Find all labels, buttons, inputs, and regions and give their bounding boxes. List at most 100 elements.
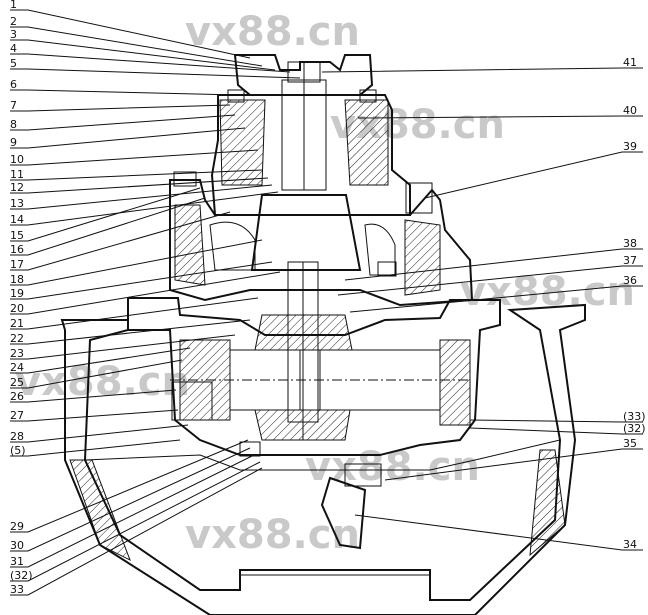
part-label: 6 [10, 78, 17, 91]
part-label: 24 [10, 361, 24, 374]
part-label: 3 [10, 28, 17, 41]
part-label: 25 [10, 376, 24, 389]
part-label: 20 [10, 302, 24, 315]
leader-line [10, 455, 253, 568]
side-gear-left [179, 339, 231, 421]
leader-line [10, 89, 239, 96]
leader-line [344, 248, 643, 281]
part-label: 41 [623, 56, 637, 69]
part-label: (33) [623, 410, 646, 423]
leader-line [10, 177, 269, 194]
part-label: 38 [623, 237, 637, 250]
bolt-head [405, 182, 433, 214]
mid-housing [169, 179, 474, 307]
leader-line [10, 191, 279, 226]
bolt-head [377, 261, 397, 277]
part-label: 27 [10, 409, 24, 422]
housing-hatch-right [344, 99, 389, 186]
part-label: 17 [10, 258, 24, 271]
part-label: 15 [10, 229, 24, 242]
support-arm [320, 476, 367, 550]
part-label: 23 [10, 347, 24, 360]
part-label: 12 [10, 181, 24, 194]
part-label: (32) [623, 422, 646, 435]
leader-line [469, 419, 643, 423]
leader-line [384, 448, 643, 481]
part-label: 36 [623, 274, 637, 287]
bevel-pinion [250, 194, 362, 271]
leader-line [10, 39, 276, 71]
part-label: (32) [10, 569, 33, 582]
part-label: 9 [10, 136, 17, 149]
leader-line [10, 347, 191, 374]
leader-line [10, 467, 263, 596]
bolt-head [171, 381, 213, 421]
leader-line [10, 439, 181, 457]
leader-line [357, 115, 643, 119]
differential-housing [127, 297, 501, 456]
part-label: 28 [10, 430, 24, 443]
watermark-text: vx88.cn [185, 9, 360, 55]
part-label: 21 [10, 317, 24, 330]
watermark-text: vx88.cn [15, 359, 190, 405]
leader-line [354, 514, 643, 551]
leader-line [10, 447, 251, 552]
lower-housing-hatch-right [529, 449, 566, 557]
leader-line [337, 265, 643, 296]
housing-hatch-left [219, 99, 266, 186]
differential-gear [254, 314, 353, 351]
part-label: 22 [10, 332, 24, 345]
part-label: 40 [623, 104, 637, 117]
part-label: 4 [10, 42, 17, 55]
leader-line [10, 297, 259, 330]
leader-line [10, 26, 263, 67]
leader-line [10, 187, 201, 242]
part-label: 31 [10, 555, 24, 568]
leader-line [10, 197, 206, 256]
leader-line [10, 114, 236, 131]
leader-line [10, 9, 251, 59]
part-label: 37 [623, 254, 637, 267]
leader-line [10, 68, 301, 79]
part-label: 10 [10, 153, 24, 166]
part-label: 39 [623, 140, 637, 153]
watermark-group: vx88.cn vx88.cn vx88.cn vx88.cn vx88.cn … [15, 9, 635, 558]
side-gear-right [439, 339, 471, 426]
leader-lines [10, 9, 643, 596]
leader-line [10, 334, 236, 360]
part-label: 19 [10, 287, 24, 300]
mid-housing-hatch-right [404, 219, 441, 296]
watermark-text: vx88.cn [185, 512, 360, 558]
part-label: 5 [10, 57, 17, 70]
bolt-head [359, 89, 377, 103]
part-label: 18 [10, 273, 24, 286]
leader-line [424, 151, 643, 199]
leader-line [10, 424, 189, 443]
leader-line [10, 461, 261, 582]
leader-line [10, 261, 273, 300]
part-label: 7 [10, 99, 17, 112]
part-label: 30 [10, 539, 24, 552]
part-label: 2 [10, 15, 17, 28]
part-label: 33 [10, 583, 24, 596]
differential-gear-lower [254, 409, 351, 441]
leader-line [10, 319, 251, 345]
bolt-head [173, 171, 197, 187]
leader-line [10, 169, 263, 181]
part-label: 26 [10, 390, 24, 403]
part-label: 11 [10, 168, 24, 181]
leader-line [10, 184, 273, 210]
bolt-head [227, 89, 245, 103]
leader-line [349, 285, 643, 313]
housing-drawing [60, 54, 586, 615]
part-label: 8 [10, 118, 17, 131]
leader-line [10, 104, 231, 112]
leader-line [10, 239, 263, 286]
part-label: 1 [10, 0, 17, 11]
leader-line [10, 409, 179, 422]
leader-line [321, 67, 643, 73]
part-label: 16 [10, 243, 24, 256]
leader-line [10, 439, 249, 533]
